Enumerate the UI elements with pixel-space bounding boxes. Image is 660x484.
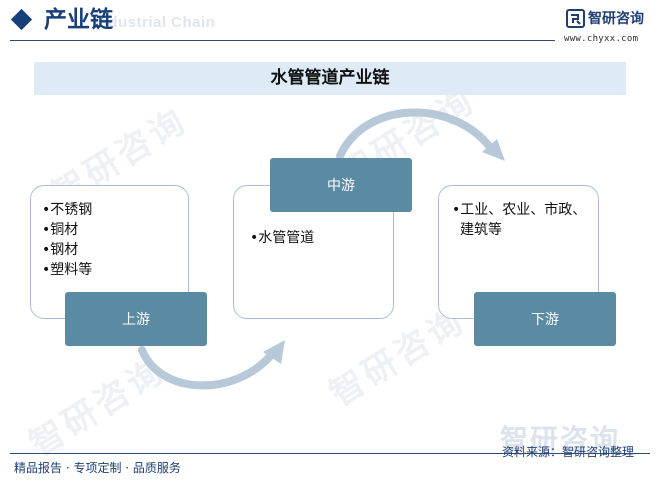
midstream-items: •水管管道: [250, 228, 314, 248]
page-title: 产业链: [44, 7, 113, 33]
logo-icon: [566, 9, 585, 28]
watermark: 智研咨询: [22, 350, 173, 465]
list-item: •塑料等: [42, 262, 93, 278]
list-item: •不锈钢: [42, 202, 93, 218]
midstream-label: 中游: [270, 158, 412, 212]
footer-divider: [10, 453, 650, 454]
header-divider: [10, 40, 555, 41]
source-note: 资料来源：智研咨询整理: [502, 445, 635, 459]
list-item: •铜材: [42, 222, 79, 238]
upstream-items: •不锈钢 •铜材 •钢材 •塑料等: [42, 200, 92, 280]
footer-slogan: 精品报告 · 专项定制 · 品质服务: [14, 461, 181, 475]
arrow-head-2: [482, 139, 505, 161]
list-item: •钢材: [42, 242, 79, 258]
footer-watermark: 智研咨询: [500, 423, 621, 456]
logo-url: www.chyxx.com: [564, 34, 639, 44]
downstream-items: •工业、农业、市政、建筑等: [452, 200, 594, 240]
upstream-label: 上游: [65, 292, 207, 346]
arrow-head-1: [263, 340, 285, 364]
chain-title-banner: 水管管道产业链: [34, 62, 626, 95]
chain-title: 水管管道产业链: [270, 68, 390, 88]
downstream-label: 下游: [474, 292, 616, 346]
list-item: •水管管道: [250, 230, 315, 246]
header-diamond-icon: [10, 8, 33, 31]
list-item: •工业、农业、市政、建筑等: [452, 202, 587, 238]
header-ghost-text: Industrial Chain: [94, 14, 216, 31]
logo-name: 智研咨询: [588, 11, 644, 27]
